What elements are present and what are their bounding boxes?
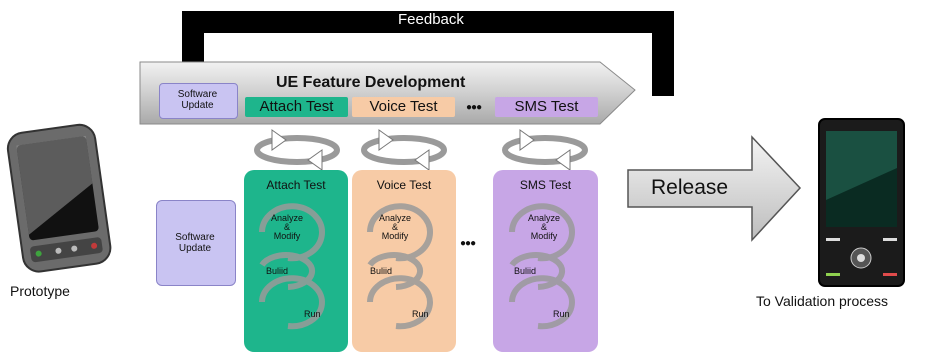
validation-label: To Validation process — [756, 293, 889, 309]
feedback-label: Feedback — [398, 11, 464, 28]
software-update-box-label: Software Update — [175, 232, 215, 254]
voice-run-label: Run — [412, 309, 429, 319]
tab-attach-test: Attach Test — [245, 97, 348, 117]
column-attach-test-title: Attach Test — [266, 178, 326, 192]
sms-build-label: Buliid — [514, 266, 537, 276]
column-sms-test-title: SMS Test — [519, 178, 572, 192]
tab-sms-test: SMS Test — [495, 97, 598, 117]
banner-ellipsis: ●●● — [466, 102, 482, 113]
software-update-box — [156, 200, 236, 286]
column-voice-test-title: Voice Test — [376, 178, 432, 192]
attach-analyze-label: Analyze & Modify — [270, 213, 304, 241]
tab-voice-test: Voice Test — [352, 97, 455, 117]
release-label: Release — [651, 176, 729, 199]
columns-ellipsis: ●●● — [460, 238, 476, 249]
banner-software-update — [159, 83, 238, 119]
sms-analyze-label: Analyze & Modify — [527, 213, 561, 241]
attach-run-label: Run — [304, 309, 321, 319]
banner-software-update-label: Software Update — [177, 89, 218, 111]
attach-build-label: Buliid — [266, 266, 289, 276]
banner-title: UE Feature Development — [276, 74, 466, 91]
voice-analyze-label: Analyze & Modify — [378, 213, 412, 241]
prototype-label: Prototype — [10, 283, 70, 299]
sms-run-label: Run — [553, 309, 570, 319]
voice-build-label: Buliid — [370, 266, 393, 276]
